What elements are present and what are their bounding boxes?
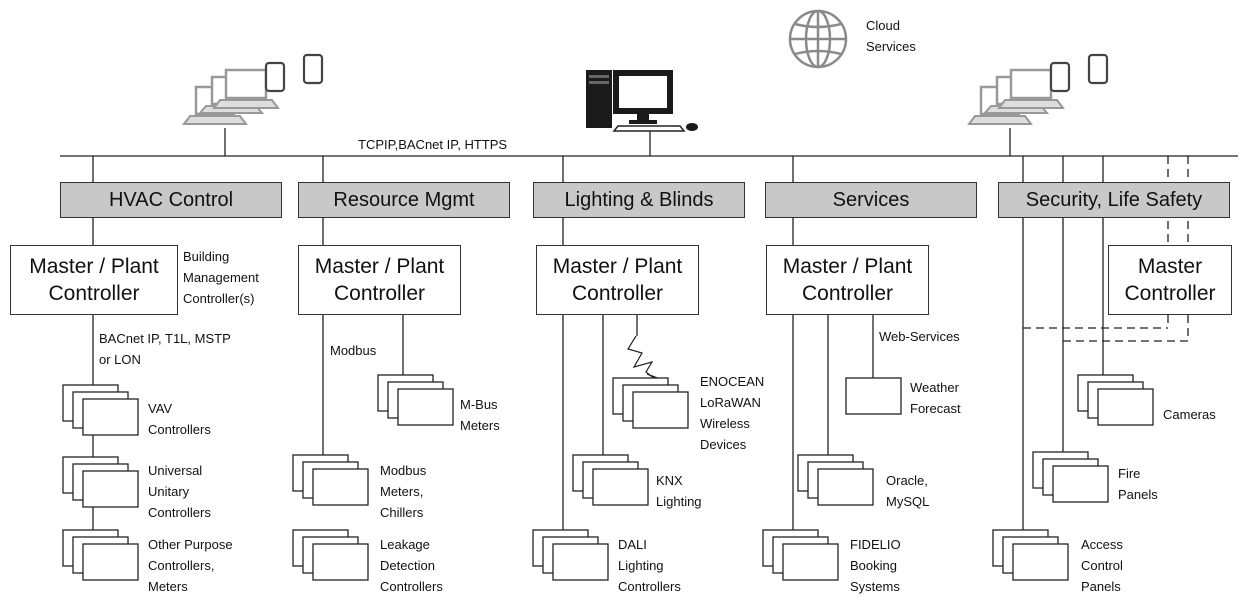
device-stack-access [992,529,1069,581]
globe-icon [788,9,848,69]
master-plant-controller-hvac: Master / Plant Controller [10,245,178,315]
header-security-life-safety: Security, Life Safety [998,182,1230,218]
device-stack-mbus [377,374,454,426]
device-box-weather [845,377,902,415]
device-stack-vav [62,384,139,436]
network-label: TCPIP,BACnet IP, HTTPS [358,137,508,152]
device-stack-other [62,529,139,581]
device-stack-oracle [797,454,874,506]
device-label-universal: Universal Unitary Controllers [148,463,211,520]
header-resource-mgmt: Resource Mgmt [298,182,510,218]
header-services: Services [765,182,977,218]
master-plant-controller-services: Master / Plant Controller [766,245,929,315]
desktop-computer-icon [586,70,698,132]
device-label-mbus: M-Bus Meters [460,397,500,433]
device-label-vav: VAV Controllers [148,401,211,437]
device-label-modbus: Modbus Meters, Chillers [380,463,427,520]
device-label-access: Access Control Panels [1081,537,1123,594]
device-stack-knx [572,454,649,506]
master-plant-controller-resource: Master / Plant Controller [298,245,461,315]
hvac-bus-label: BACnet IP, T1L, MSTP or LON [99,331,231,367]
header-lighting-blinds: Lighting & Blinds [533,182,745,218]
services-bus-label: Web-Services [879,329,960,344]
resource-bus-label: Modbus [330,343,377,358]
device-stack-leakage [292,529,369,581]
laptop-phone-icon-left [182,53,324,125]
master-plant-controller-lighting: Master / Plant Controller [536,245,699,315]
device-stack-fidelio [762,529,839,581]
device-stack-cameras [1077,374,1154,426]
device-label-other: Other Purpose Controllers, Meters [148,537,233,594]
device-label-fidelio: FIDELIO Booking Systems [850,537,901,594]
device-label-cameras: Cameras [1163,407,1216,422]
device-stack-dali [532,529,609,581]
laptop-phone-icon-right [967,53,1109,125]
device-label-oracle: Oracle, MySQL [886,473,930,509]
device-label-fire: Fire Panels [1118,466,1158,502]
header-hvac-control: HVAC Control [60,182,282,218]
device-label-weather: Weather Forecast [910,380,961,416]
device-label-knx: KNX Lighting [656,473,702,509]
device-stack-modbus [292,454,369,506]
master-controller-security: Master Controller [1108,245,1232,315]
device-label-leakage: Leakage Detection Controllers [380,537,443,594]
device-stack-universal [62,456,139,508]
bms-note: Building Management Controller(s) [183,249,259,306]
device-stack-fire [1032,451,1109,503]
device-label-dali: DALI Lighting Controllers [618,537,681,594]
device-label-enocean: ENOCEAN LoRaWAN Wireless Devices [700,374,765,452]
cloud-services-label: Cloud Services [866,18,916,54]
device-stack-enocean [612,377,689,429]
